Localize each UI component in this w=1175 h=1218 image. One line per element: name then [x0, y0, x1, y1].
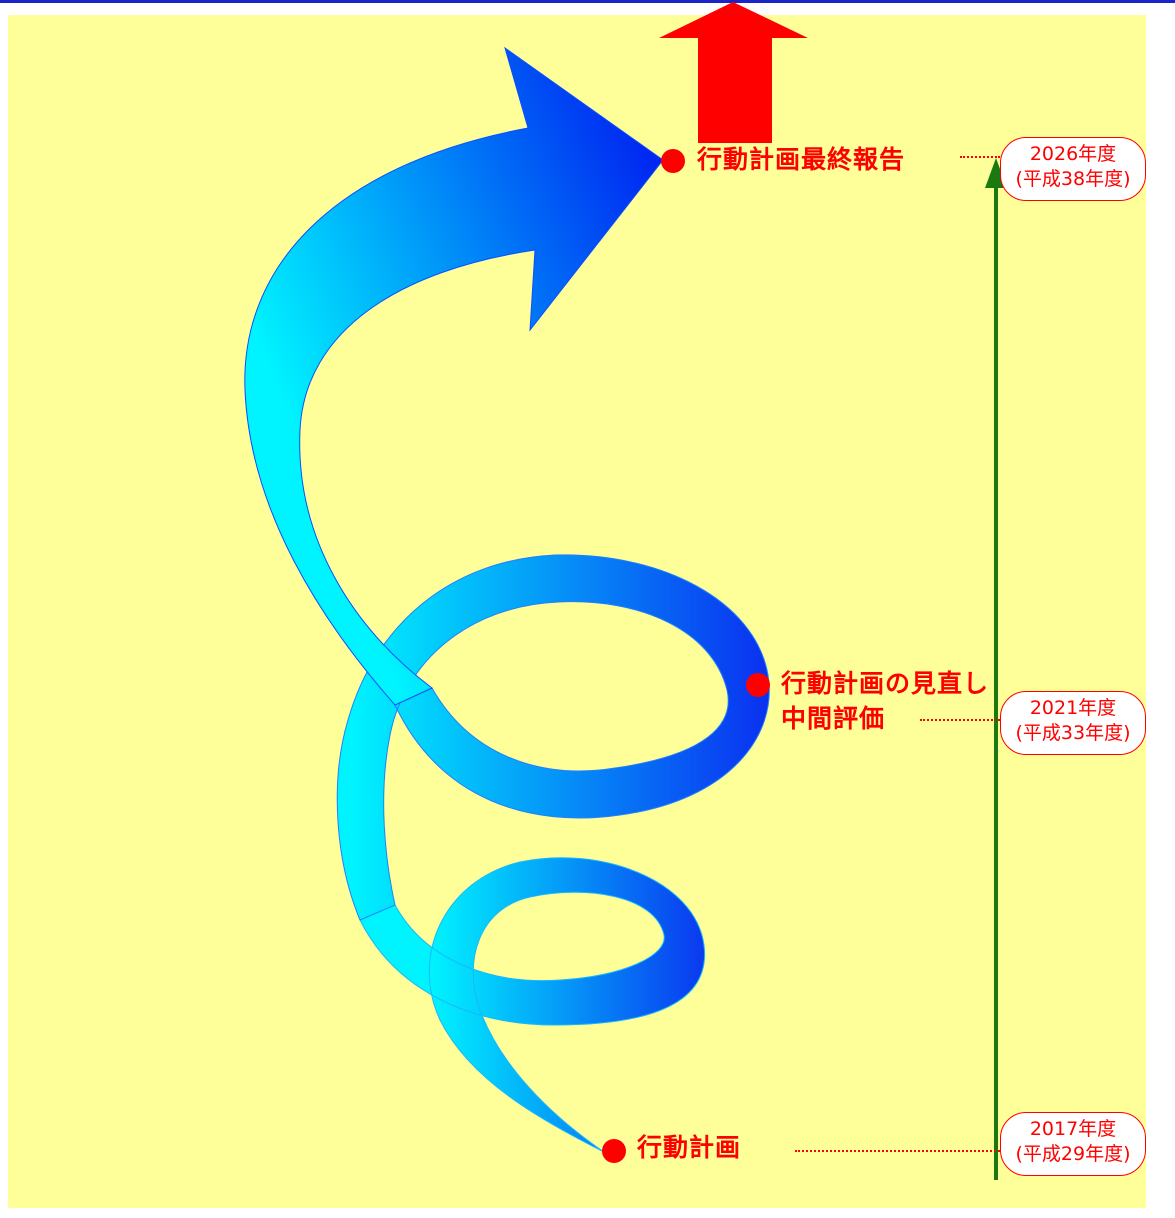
leader-line-2026 [960, 156, 1000, 158]
badge-era: (平成33年度) [1015, 721, 1131, 744]
year-badge-2017: 2017年度 (平成29年度) [1000, 1112, 1146, 1176]
up-arrow [659, 2, 808, 143]
badge-era: (平成29年度) [1015, 1142, 1131, 1165]
leader-line-2017 [795, 1150, 1000, 1152]
spiral-middle-loop [336, 554, 770, 921]
label-action-plan: 行動計画 [637, 1133, 742, 1162]
badge-era: (平成38年度) [1015, 167, 1131, 190]
label-plan-review: 行動計画の見直し [781, 669, 990, 698]
spiral-small-loop [359, 857, 706, 1153]
label-final-report: 行動計画最終報告 [697, 145, 906, 174]
badge-year: 2026年度 [1029, 143, 1117, 165]
milestone-dot-start [602, 1139, 626, 1163]
badge-year: 2021年度 [1029, 697, 1117, 719]
year-badge-2021: 2021年度 (平成33年度) [1000, 691, 1146, 755]
year-badge-2026: 2026年度 (平成38年度) [1000, 137, 1146, 201]
leader-line-2021 [920, 719, 1000, 721]
spiral-big-arrow [244, 46, 664, 706]
label-midterm-evaluation: 中間評価 [781, 704, 886, 733]
top-border [0, 0, 1175, 3]
badge-year: 2017年度 [1029, 1118, 1117, 1140]
milestone-dot-final [661, 149, 685, 173]
milestone-dot-midterm [746, 673, 770, 697]
